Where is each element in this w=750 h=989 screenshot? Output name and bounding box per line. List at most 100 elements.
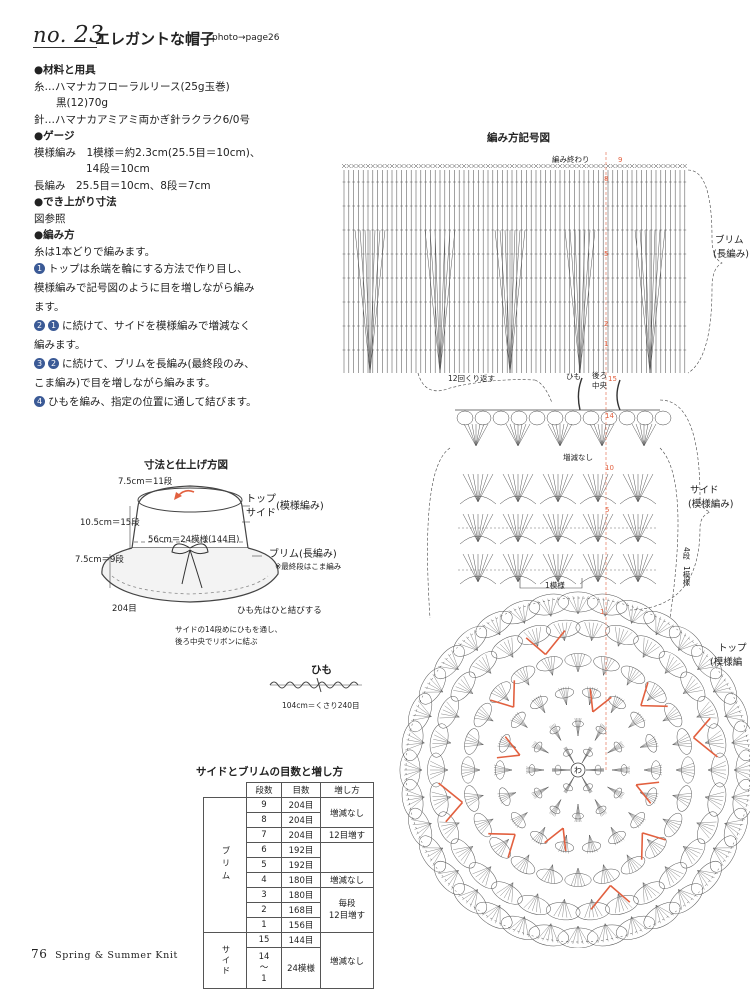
top-stitch [496,905,500,923]
top-stitch [537,628,538,646]
sc-mark [395,164,399,168]
top-stitch [433,797,451,801]
sc-mark [601,164,605,168]
table-row: 3 [247,888,282,903]
row-number: 1 [600,608,604,616]
top-stitch [534,743,549,753]
side-fan [560,424,568,446]
side-row-text: ～ [260,963,269,973]
brim-height-label: 7.5cm＝9段 [75,553,124,565]
top-stitch [571,868,578,886]
top-stitch [734,770,750,775]
chain-loop [457,411,473,425]
sc-mark [342,164,346,168]
increase-marker [636,782,659,803]
step-ref: 1 [48,320,59,331]
step-text: ます。 [34,301,64,313]
top-stitch [683,687,700,694]
sc-mark [587,164,591,168]
top-stitch [430,770,448,774]
top-stitch [644,770,662,775]
top-stitch [713,683,729,692]
table-row: 24模様 [282,948,321,989]
top-stitch [643,883,660,894]
sc-mark [668,164,672,168]
gauge-heading: ●ゲージ [34,128,284,145]
increase-marker [497,737,520,758]
top-stitch [512,718,527,728]
method-heading: ●編み方 [34,227,284,244]
top-stitch [629,812,641,825]
sc-mark [616,164,620,168]
top-stitch [607,787,623,795]
top-stitch [615,627,618,647]
top-stitch [585,622,592,641]
side-label: サイド [246,504,276,519]
chain-loop [655,411,671,425]
method-intro: 糸は1本どりで編みます。 [34,244,284,261]
top-stitch [578,654,581,672]
sc-mark [664,164,668,168]
sc-mark [462,164,466,168]
top-stitch [532,700,545,713]
top-stitch [462,763,480,770]
top-stitch [595,726,605,741]
top-stitch [468,795,483,806]
header-rows: 段数 [247,783,282,798]
side-fan [594,424,602,446]
step-text: に続けて、ブリムを長編み(最終段のみ、 [62,358,255,370]
chain-loop [565,411,581,425]
sc-mark [390,164,394,168]
page-number: 76 [31,947,47,961]
top-stitch [467,737,483,745]
table-row: 180目 [282,873,321,888]
top-stitch [467,795,483,803]
top-stitch [683,846,700,853]
increase-fan [370,230,380,373]
top-stitch [676,770,694,773]
side-fan [468,424,476,446]
top-stitch [500,793,516,802]
count-table-title: サイドとブリムの目数と増し方 [196,764,343,779]
sc-mark [582,164,586,168]
sc-mark [577,164,581,168]
table-row: 4 [247,873,282,888]
sc-mark [496,164,500,168]
size-line: 図参照 [34,211,284,228]
top-stitch [656,905,660,923]
increase-marker [488,834,515,858]
top-stitch [578,926,588,944]
table-row: 180目 [282,888,321,903]
top-stitch [439,822,459,823]
top-stitch [588,687,590,705]
top-stitch [656,619,665,635]
top-stitch [407,797,425,800]
top-stitch [575,868,578,886]
top-stitch [611,827,624,840]
top-motif [720,690,750,735]
top-stitch [603,659,611,675]
brim-group-text: ブリム [220,846,230,884]
side-fan [510,424,518,446]
materials-heading: ●材料と用具 [34,62,284,79]
sc-mark [347,164,351,168]
top-stitch [713,688,731,692]
sc-mark [404,164,408,168]
top-stitch [427,848,443,857]
back-center-label-2: 中央 [592,380,607,391]
top-stitch [676,770,694,777]
top-stitch [491,619,500,635]
chart-side-label: サイド [690,482,719,496]
top-stitch [732,797,750,800]
guide-line [660,448,678,618]
side-method: (模様編み) [276,497,324,512]
top-stitch [643,646,660,657]
materials-block: ●材料と用具 糸…ハマナカフローラルリース(25g玉巻) 黒(12)70g 針…… [34,62,284,412]
top-stitch [582,777,590,793]
top-stitch [464,745,483,747]
yarn-line: 糸…ハマナカフローラルリース(25g玉巻) [34,79,284,96]
top-stitch [673,745,692,747]
one-pattern-vertical: 1模様 [681,566,692,586]
gauge-line-2: 14段＝10cm [34,161,284,178]
